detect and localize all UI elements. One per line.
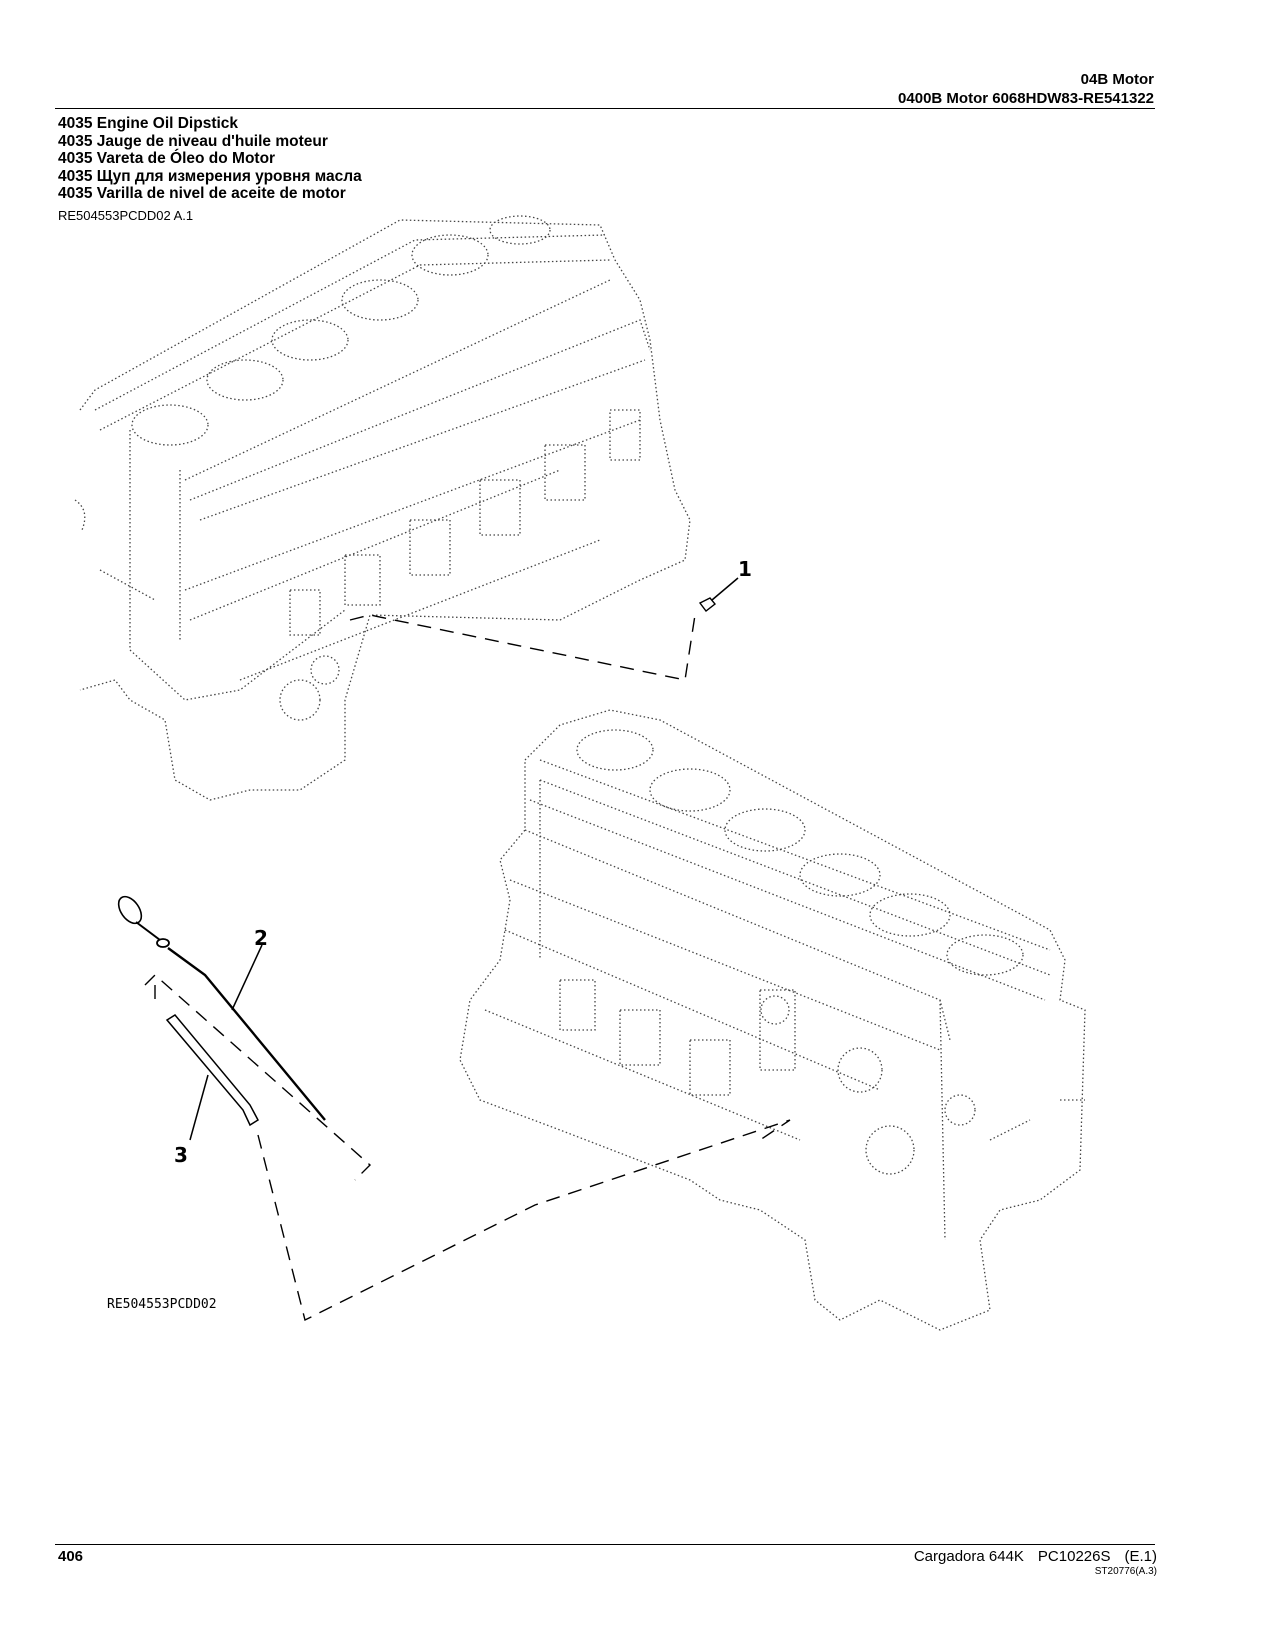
footer-divider (55, 1544, 1155, 1545)
section-title: 04B Motor (1080, 71, 1154, 88)
footer-info: Cargadora 644K PC10226S (E.1) (900, 1548, 1157, 1565)
page-number: 406 (58, 1548, 84, 1565)
footer-machine: Cargadora 644K (913, 1548, 1024, 1565)
footer-revision: (E.1) (1124, 1548, 1157, 1565)
plug-part (698, 577, 739, 612)
callout-3: 3 (174, 1143, 188, 1167)
part-titles: 4035 Engine Oil Dipstick 4035 Jauge de n… (58, 115, 362, 203)
title-russian: 4035 Щуп для измерения уровня масла (58, 167, 362, 185)
dipstick-part (117, 895, 326, 1121)
drawing-id-label: RE504553PCDD02 (107, 1297, 217, 1312)
callout-2: 2 (254, 926, 268, 950)
figure-reference: RE504553PCDD02 A.1 (58, 208, 194, 223)
header-divider (55, 108, 1155, 109)
engine-block-upper (74, 215, 691, 801)
footer-publication: PC10226S (1037, 1548, 1111, 1565)
title-french: 4035 Jauge de niveau d'huile moteur (58, 132, 328, 150)
engine-block-lower (459, 709, 1086, 1331)
assembly-leader-lines (144, 614, 791, 1322)
dipstick-tube-part (165, 1014, 259, 1141)
footer-code: ST20776(A.3) (1094, 1566, 1157, 1577)
title-english: 4035 Engine Oil Dipstick (58, 115, 239, 132)
callout-1: 1 (738, 557, 752, 581)
title-portuguese: 4035 Vareta de Óleo do Motor (58, 150, 276, 167)
subsection-title: 0400B Motor 6068HDW83-RE541322 (898, 90, 1154, 107)
title-spanish: 4035 Varilla de nivel de aceite de motor (58, 185, 346, 202)
